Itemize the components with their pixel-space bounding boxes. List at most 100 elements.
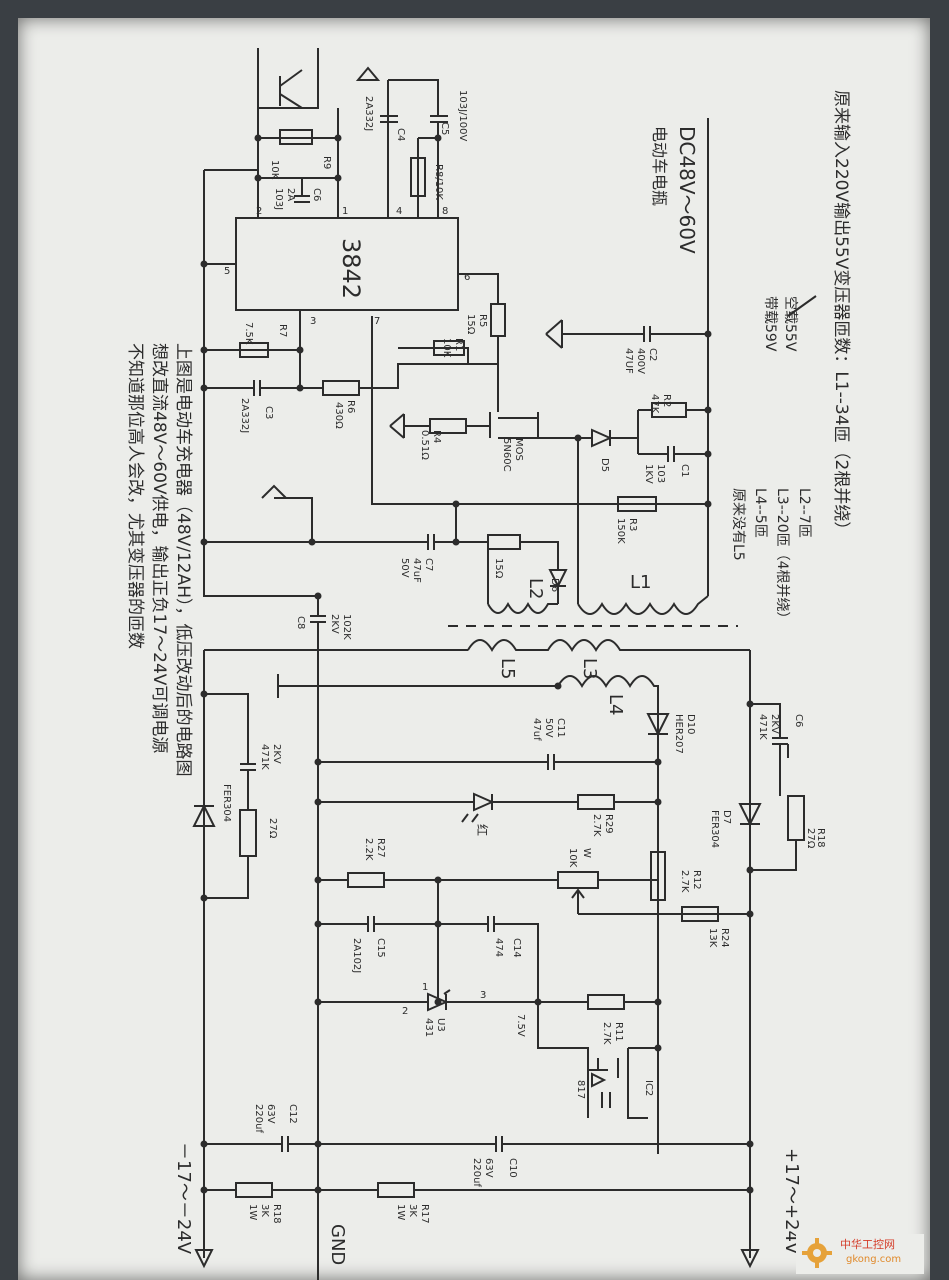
svg-text:103J: 103J bbox=[273, 188, 284, 210]
svg-text:C12: C12 bbox=[287, 1104, 298, 1124]
timing-network: R7 7.5K C3 2A332J R6 430Ω bbox=[204, 310, 498, 433]
r29-resistor bbox=[577, 794, 615, 810]
ic-pin-5: 5 bbox=[224, 266, 230, 277]
aux-supply: C7 47uF 50V 15Ω D6 L2 bbox=[204, 484, 568, 614]
pos-output-arrow bbox=[740, 1249, 760, 1269]
negative-output-branch: 2KV 471K 27Ω FER304 bbox=[192, 650, 282, 1269]
dc-bus: C2 400V 47UF bbox=[545, 118, 712, 596]
svg-text:47K: 47K bbox=[649, 394, 660, 414]
svg-text:10K: 10K bbox=[441, 338, 452, 358]
r7-resistor bbox=[239, 342, 269, 358]
svg-text:R27: R27 bbox=[375, 838, 386, 858]
opto-feedback: R11 2.7K 817 IC2 bbox=[537, 994, 658, 1119]
r2-resistor bbox=[651, 402, 687, 418]
circuit-schematic: 原来输入220V输出55V变压器匝数：L1--34匝（2根并绕） 空载55V 带… bbox=[125, 48, 851, 1280]
svg-text:2A332J: 2A332J bbox=[239, 398, 250, 433]
svg-text:R5: R5 bbox=[477, 314, 488, 327]
transformer-notes: 原来输入220V输出55V变压器匝数：L1--34匝（2根并绕） 空载55V 带… bbox=[730, 90, 851, 626]
svg-text:1KV: 1KV bbox=[643, 464, 654, 484]
svg-text:7.5V: 7.5V bbox=[515, 1014, 526, 1037]
svg-text:3: 3 bbox=[480, 990, 486, 1001]
r5-resistor bbox=[490, 303, 506, 337]
svg-text:50V: 50V bbox=[543, 718, 554, 738]
d7-diode bbox=[738, 803, 762, 827]
watermark-site: 中华工控网 bbox=[840, 1238, 895, 1251]
svg-text:2KV: 2KV bbox=[271, 744, 282, 764]
svg-text:7.5K: 7.5K bbox=[243, 322, 254, 345]
svg-text:C6: C6 bbox=[311, 188, 322, 201]
c1-label: C1 bbox=[679, 464, 690, 477]
svg-text:2KV: 2KV bbox=[769, 714, 780, 734]
gear-icon bbox=[802, 1238, 832, 1268]
svg-text:47uF: 47uF bbox=[411, 558, 422, 583]
svg-text:R4: R4 bbox=[431, 430, 442, 443]
svg-text:10K: 10K bbox=[269, 160, 280, 180]
svg-text:W: W bbox=[581, 848, 592, 858]
svg-text:R7: R7 bbox=[277, 324, 288, 337]
svg-text:HER207: HER207 bbox=[673, 714, 684, 754]
svg-text:L3: L3 bbox=[579, 658, 600, 679]
note-original-turns: 原来输入220V输出55V变压器匝数：L1--34匝（2根并绕） bbox=[831, 90, 851, 538]
svg-text:10K: 10K bbox=[567, 848, 578, 868]
svg-text:13K: 13K bbox=[707, 928, 718, 948]
desc-line-1: 上图是电动车充电器（48V/12AH），低压改动后的电路图 bbox=[173, 343, 193, 777]
r1-resistor bbox=[433, 340, 465, 356]
note-l3: L3--20匝（4根并绕） bbox=[774, 488, 790, 626]
svg-text:C8: C8 bbox=[295, 616, 306, 629]
description-notes: 上图是电动车充电器（48V/12AH），低压改动后的电路图 想改直流48V～60… bbox=[125, 343, 193, 777]
note-load: 带载59V bbox=[762, 296, 778, 352]
svg-text:2.7K: 2.7K bbox=[679, 870, 690, 893]
gate-drive: R5 15Ω R1 10K MOS 5N60C bbox=[398, 273, 548, 472]
d6-diode bbox=[520, 541, 568, 604]
svg-text:R11: R11 bbox=[613, 1022, 624, 1042]
svg-text:R17: R17 bbox=[419, 1204, 430, 1224]
svg-text:L1: L1 bbox=[630, 572, 651, 593]
svg-text:15Ω: 15Ω bbox=[465, 314, 476, 335]
svg-text:D5: D5 bbox=[599, 458, 610, 472]
comp-area-top: R9 10K C6 2A 103J C4 2A332J C5 103J/100V… bbox=[254, 48, 468, 218]
svg-text:1W: 1W bbox=[247, 1204, 258, 1220]
watermark: 中华工控网 gkong.com bbox=[796, 1234, 924, 1274]
c3-cap bbox=[204, 350, 301, 396]
desc-line-2: 想改直流48V～60V供电，输出正负17～24V可调电源 bbox=[149, 343, 169, 753]
svg-text:FER304: FER304 bbox=[221, 784, 232, 822]
svg-text:63V: 63V bbox=[483, 1158, 494, 1178]
svg-text:103: 103 bbox=[655, 464, 666, 483]
r17-bleeder bbox=[377, 1182, 415, 1198]
svg-text:C10: C10 bbox=[507, 1158, 518, 1178]
gnd-label: GND bbox=[327, 1224, 348, 1265]
svg-text:103J/100V: 103J/100V bbox=[457, 90, 468, 141]
battery-text: 电动车电瓶 bbox=[650, 126, 669, 206]
svg-text:2A102J: 2A102J bbox=[351, 938, 362, 973]
winding-l1: L1 bbox=[577, 572, 709, 615]
dc-voltage-text: DC48V～60V bbox=[675, 126, 699, 254]
svg-text:2KV: 2KV bbox=[329, 614, 340, 634]
ic-3842: 3842 1 2 3 4 5 6 7 8 bbox=[224, 206, 470, 327]
svg-text:C14: C14 bbox=[511, 938, 522, 958]
svg-text:47UF: 47UF bbox=[623, 348, 634, 374]
svg-text:2.7K: 2.7K bbox=[601, 1022, 612, 1045]
c4-cap bbox=[380, 115, 398, 123]
schematic-paper: 原来输入220V输出55V变压器匝数：L1--34匝（2根并绕） 空载55V 带… bbox=[18, 18, 930, 1280]
d-left-diode bbox=[192, 803, 216, 827]
svg-text:2A332J: 2A332J bbox=[363, 96, 374, 131]
d10-diode: D10 HER207 bbox=[646, 713, 696, 754]
svg-text:R3: R3 bbox=[627, 518, 638, 531]
svg-text:474: 474 bbox=[493, 938, 504, 957]
dc-input-label: DC48V～60V 电动车电瓶 bbox=[650, 126, 699, 254]
svg-text:471K: 471K bbox=[259, 744, 270, 770]
ground-c4 bbox=[355, 66, 389, 218]
svg-text:FER304: FER304 bbox=[709, 810, 720, 848]
ic-pin-3: 3 bbox=[310, 316, 316, 327]
svg-text:D7: D7 bbox=[721, 810, 732, 824]
svg-text:R9: R9 bbox=[321, 156, 332, 169]
svg-text:2A: 2A bbox=[285, 188, 296, 201]
c2-cap bbox=[545, 319, 708, 349]
svg-text:817: 817 bbox=[575, 1080, 586, 1099]
svg-text:C4: C4 bbox=[395, 128, 406, 141]
svg-text:L4: L4 bbox=[605, 694, 626, 715]
svg-text:220uf: 220uf bbox=[471, 1158, 482, 1187]
r18-bleeder bbox=[235, 1182, 273, 1198]
led-indicator: 红 R29 2.7K bbox=[318, 792, 658, 837]
ic-pin-2: 2 bbox=[256, 206, 262, 217]
